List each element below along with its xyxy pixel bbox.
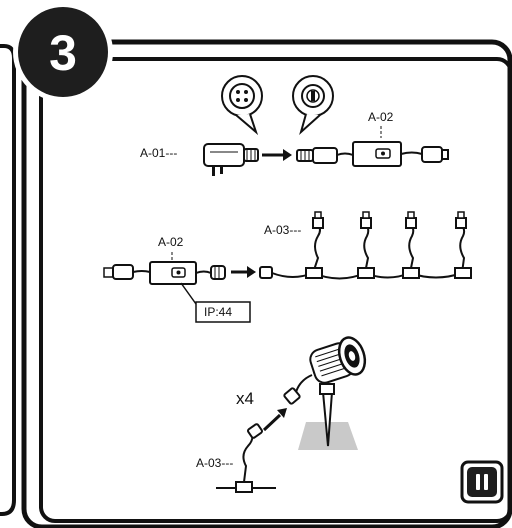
indoor-outlet-icon bbox=[460, 460, 504, 504]
connect-arrow-1 bbox=[262, 149, 292, 161]
step-number-badge: 3 bbox=[13, 2, 113, 102]
light-string bbox=[259, 211, 472, 280]
step-number: 3 bbox=[49, 25, 77, 81]
controller-assembly-mid bbox=[103, 261, 226, 285]
step-panel-outer bbox=[21, 39, 512, 528]
string-node-3 bbox=[402, 211, 420, 279]
string-node-4 bbox=[454, 211, 472, 279]
controller-label-top: A-02 bbox=[368, 110, 394, 124]
connector-plug-icon bbox=[292, 75, 334, 136]
light-string-label: A-03--- bbox=[264, 223, 301, 237]
garden-spotlight-icon bbox=[283, 336, 367, 450]
attach-arrow bbox=[262, 408, 287, 432]
connect-arrow-2 bbox=[231, 266, 256, 278]
controller-box-icon bbox=[352, 141, 449, 167]
four-pin-plug-icon bbox=[221, 75, 263, 136]
string-node-1 bbox=[305, 211, 324, 279]
power-adapter-icon bbox=[203, 143, 259, 176]
string-node-2 bbox=[357, 211, 375, 279]
step-panel-inner bbox=[39, 57, 512, 523]
ip-rating-label: IP:44 bbox=[204, 305, 232, 319]
previous-panel-edge bbox=[0, 44, 16, 516]
ip-rating-callout: IP:44 bbox=[180, 282, 251, 323]
adapter-label: A-01--- bbox=[140, 146, 177, 160]
light-string-label-bottom: A-03--- bbox=[196, 456, 233, 470]
controller-input-cable bbox=[296, 147, 354, 164]
controller-label-mid: A-02 bbox=[158, 235, 184, 249]
string-segment-bottom bbox=[216, 423, 276, 493]
quantity-label: x4 bbox=[236, 389, 254, 408]
